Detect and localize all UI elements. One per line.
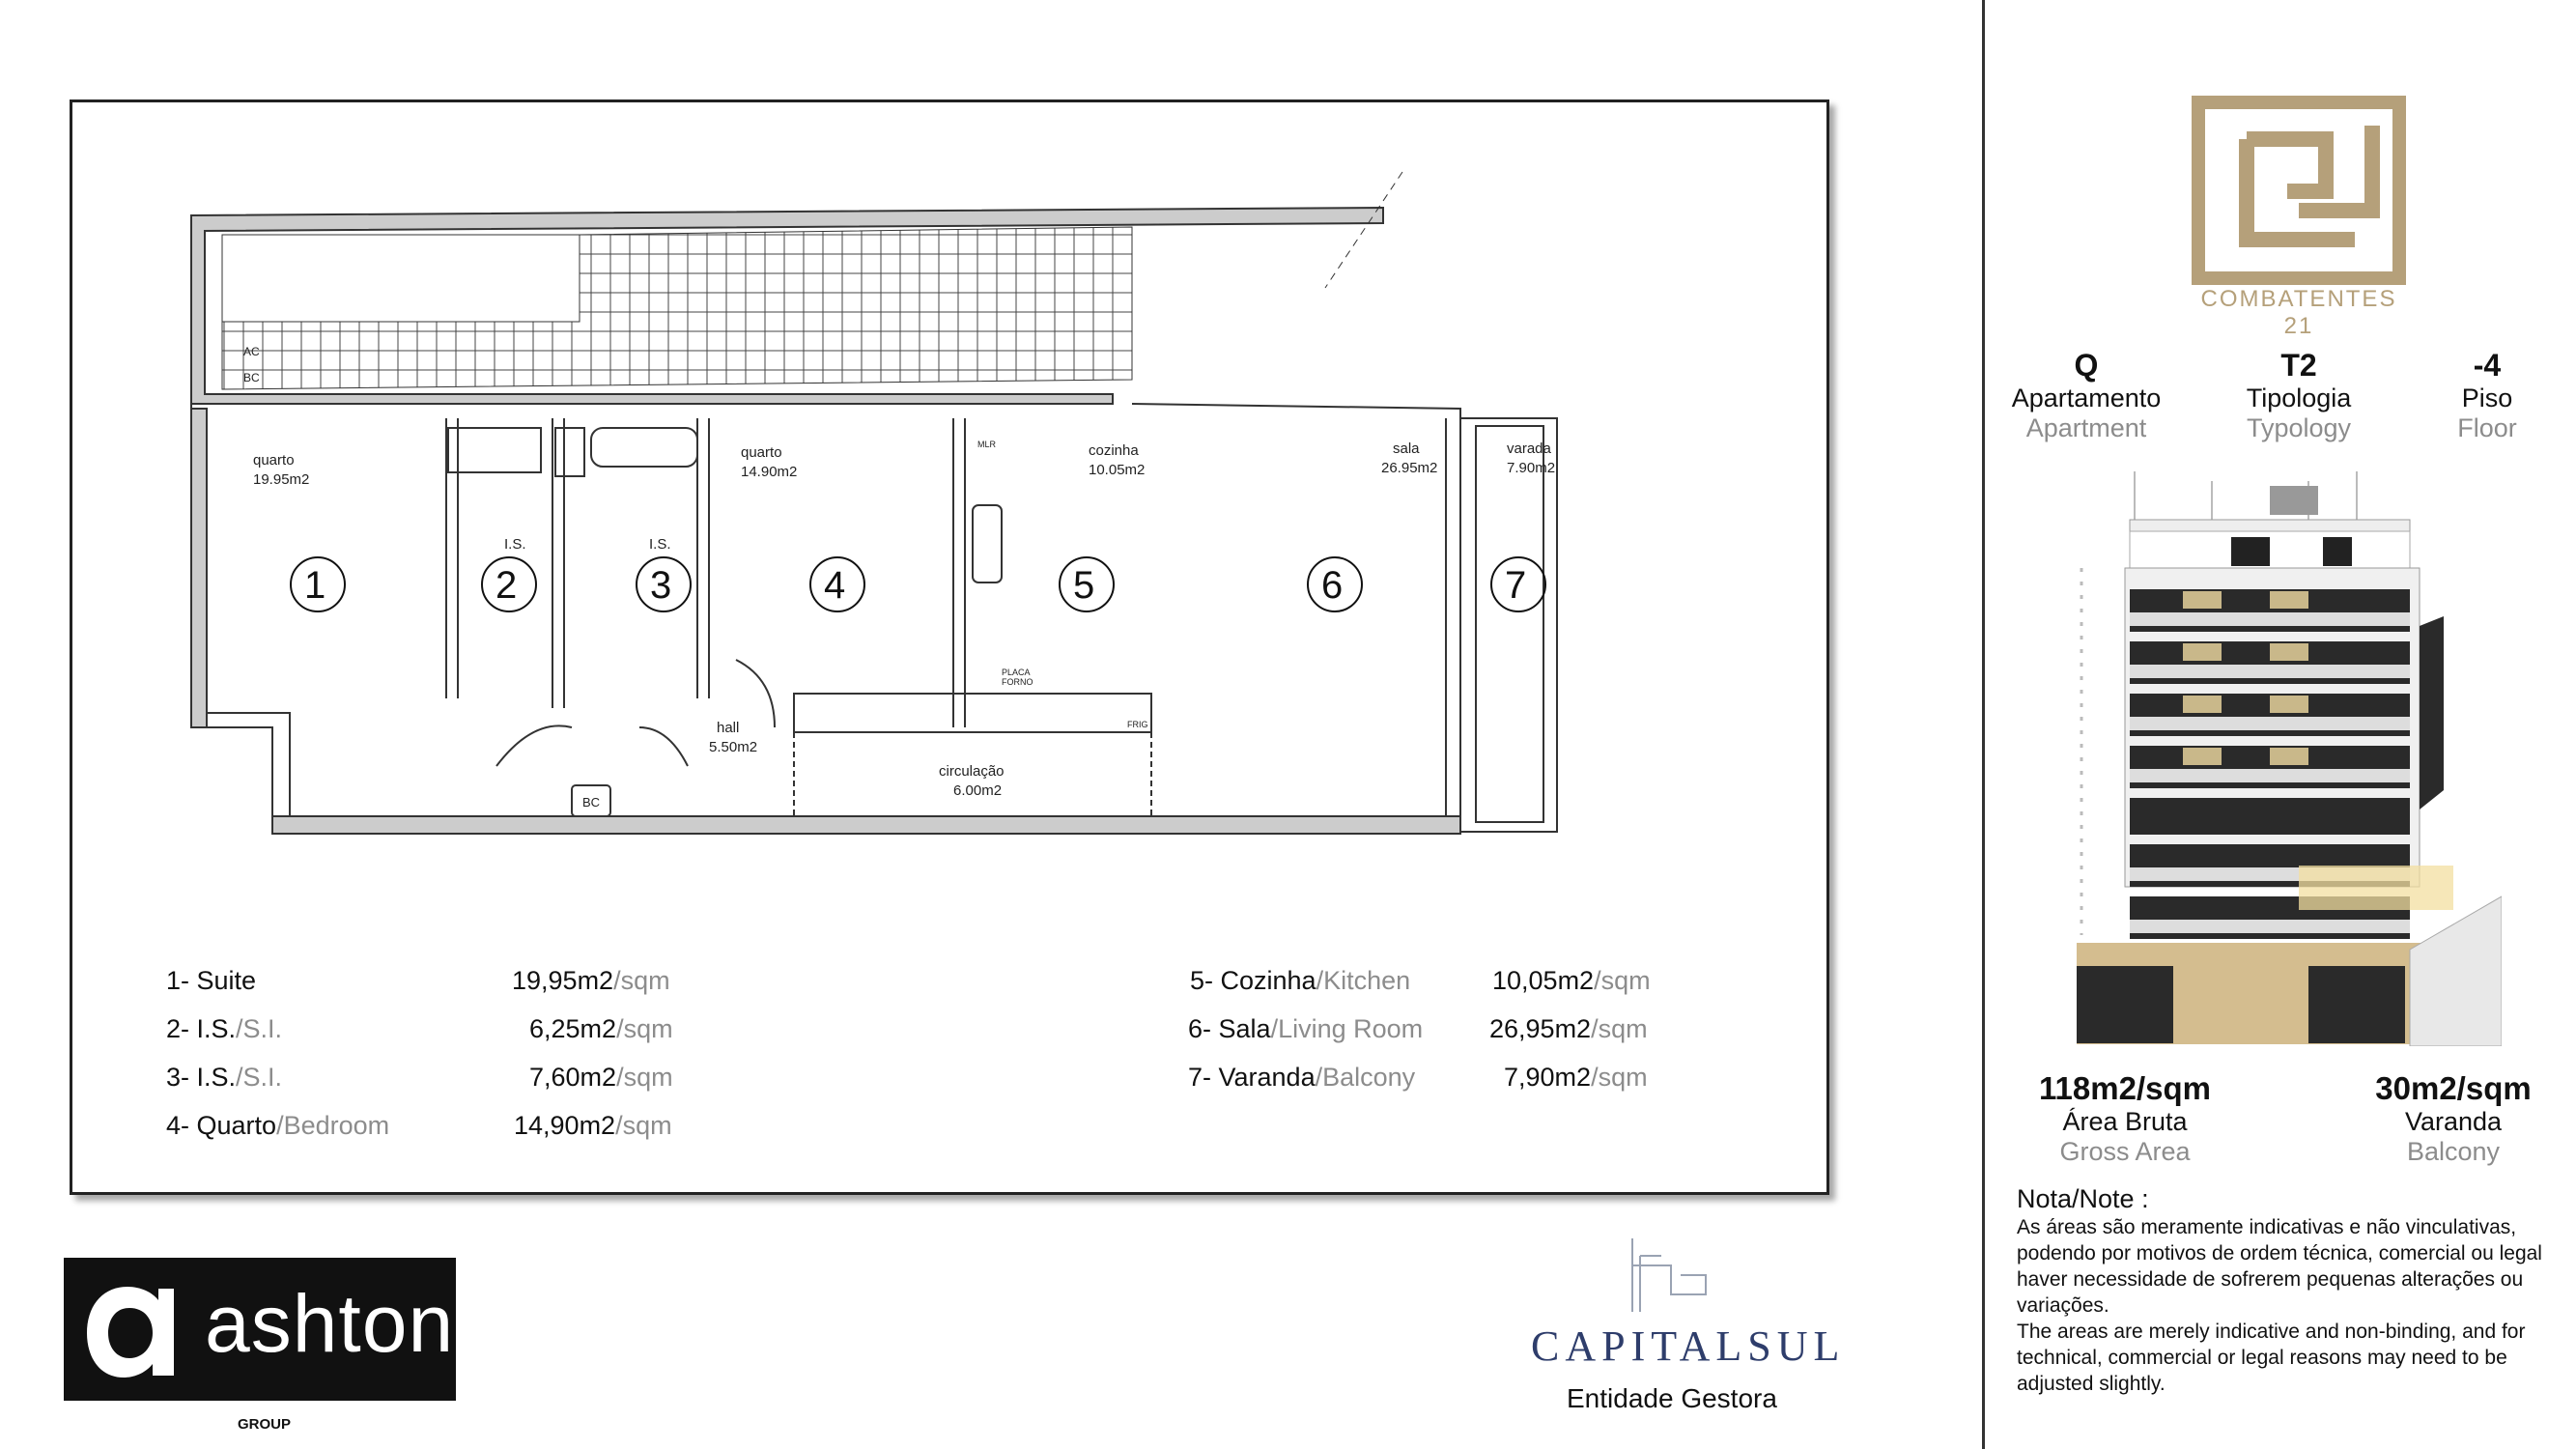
room-4-name: quarto [741,444,782,461]
gross-area-label-en: Gross Area [2059,1137,2191,1166]
info-apartment: Q Apartamento Apartment [1999,348,2173,443]
typology-value: T2 [2280,348,2317,383]
forno-tag: FORNO [1002,677,1033,687]
bc-tag-hall: BC [582,795,600,810]
balcony-area-label-en: Balcony [2406,1137,2501,1166]
room-number-6: 6 [1321,564,1343,607]
balcony-area-label-pt: Varanda [2404,1107,2503,1136]
room-5-area: 10.05m2 [1089,462,1145,478]
floor-plan: quarto 19.95m2 I.S. I.S. quarto 14.90m2 … [190,171,1558,835]
legend-area-2: 6,25m2/sqm [529,1014,673,1043]
ashton-wordmark: ashton [205,1278,455,1369]
ashton-group-label: GROUP [238,1416,292,1433]
capitalsul-subtitle: Entidade Gestora [1567,1383,1777,1413]
placa-tag: PLACA [1002,668,1031,677]
apartment-walls [190,403,1558,835]
apartment-label-pt: Apartamento [2011,384,2162,412]
legend-area-4: 14,90m2/sqm [514,1111,672,1140]
gross-area-value: 118m2/sqm [2039,1070,2211,1106]
room-7-name: varada [1507,440,1552,457]
capitalsul-icon [1631,1238,1707,1312]
legend-item-7: 7- Varanda/Balcony [1188,1063,1416,1092]
room-2-name: I.S. [504,536,526,553]
hall-area: 5.50m2 [709,739,757,755]
gross-area-label-pt: Área Bruta [2062,1107,2188,1136]
balcony-area: 30m2/sqm Varanda Balcony [2357,1070,2550,1167]
ashton-logo: ashton [64,1258,456,1401]
frig-tag: FRIG [1127,720,1148,729]
room-6-name: sala [1393,440,1420,457]
floor-label-en: Floor [2457,413,2517,442]
room-number-3: 3 [650,564,671,607]
terrace [190,171,1403,405]
typology-label-en: Typology [2246,413,2352,442]
note-section: Nota/Note : As áreas são meramente indic… [2017,1184,2558,1397]
ac-tag: AC [243,345,260,358]
legend-item-3: 3- I.S./S.I. [166,1063,283,1092]
apartment-label-en: Apartment [2025,413,2147,442]
legend-area-7: 7,90m2/sqm [1504,1063,1648,1092]
ashton-a-icon [87,1287,174,1378]
room-number-5: 5 [1073,564,1094,607]
legend-item-6: 6- Sala/Living Room [1188,1014,1424,1043]
building-elevation-image [2077,471,2502,1046]
note-title: Nota/Note : [2017,1184,2149,1213]
legend-area-5: 10,05m2/sqm [1492,966,1651,995]
note-text-pt: As áreas são meramente indicativas e não… [2017,1216,2542,1317]
room-number-4: 4 [824,564,845,607]
info-typology: T2 Tipologia Typology [2212,348,2386,443]
column-divider [1982,0,1985,1449]
gross-area: 118m2/sqm Área Bruta Gross Area [2019,1070,2231,1167]
room-1-name: quarto [253,452,295,469]
legend-area-6: 26,95m2/sqm [1489,1014,1648,1043]
room-1-area: 19.95m2 [253,471,309,488]
combatentes-logo-icon [2192,96,2406,285]
legend-left: 1- Suite 19,95m2/sqm 2- I.S./S.I. 6,25m2… [166,956,707,1159]
legend-area-3: 7,60m2/sqm [529,1063,673,1092]
circulacao-area: 6.00m2 [953,782,1002,799]
info-floor: -4 Piso Floor [2415,348,2560,443]
room-5-name: cozinha [1089,442,1139,459]
legend-item-2: 2- I.S./S.I. [166,1014,283,1043]
apartment-highlight [2299,866,2453,910]
room-3-name: I.S. [649,536,671,553]
legend-item-5: 5- Cozinha/Kitchen [1190,966,1411,995]
room-number-1: 1 [304,564,326,607]
hall-name: hall [717,720,739,736]
room-6-area: 26.95m2 [1381,460,1437,476]
mlr-tag: MLR [977,440,997,449]
typology-label-pt: Tipologia [2246,384,2352,412]
legend-right: 5- Cozinha/Kitchen 10,05m2/sqm 6- Sala/L… [1188,956,1690,1111]
note-text-en: The areas are merely indicative and non-… [2017,1321,2526,1395]
room-number-2: 2 [495,564,517,607]
legend-area-1: 19,95m2/sqm [512,966,670,995]
floor-label-pt: Piso [2461,384,2513,412]
balcony-area-value: 30m2/sqm [2375,1070,2532,1106]
capitalsul-wordmark: CAPITALSUL [1531,1322,1846,1370]
brand-name: COMBATENTES 21 [2200,286,2397,339]
apartment-value: Q [2074,348,2099,383]
room-7-area: 7.90m2 [1507,460,1555,476]
room-number-7: 7 [1505,564,1526,607]
circulacao-name: circulação [939,763,1005,780]
floor-value: -4 [2473,348,2502,383]
bc-tag: BC [243,371,260,384]
legend-item-4: 4- Quarto/Bedroom [166,1111,390,1140]
legend-item-1: 1- Suite [166,966,257,995]
room-4-area: 14.90m2 [741,464,797,480]
